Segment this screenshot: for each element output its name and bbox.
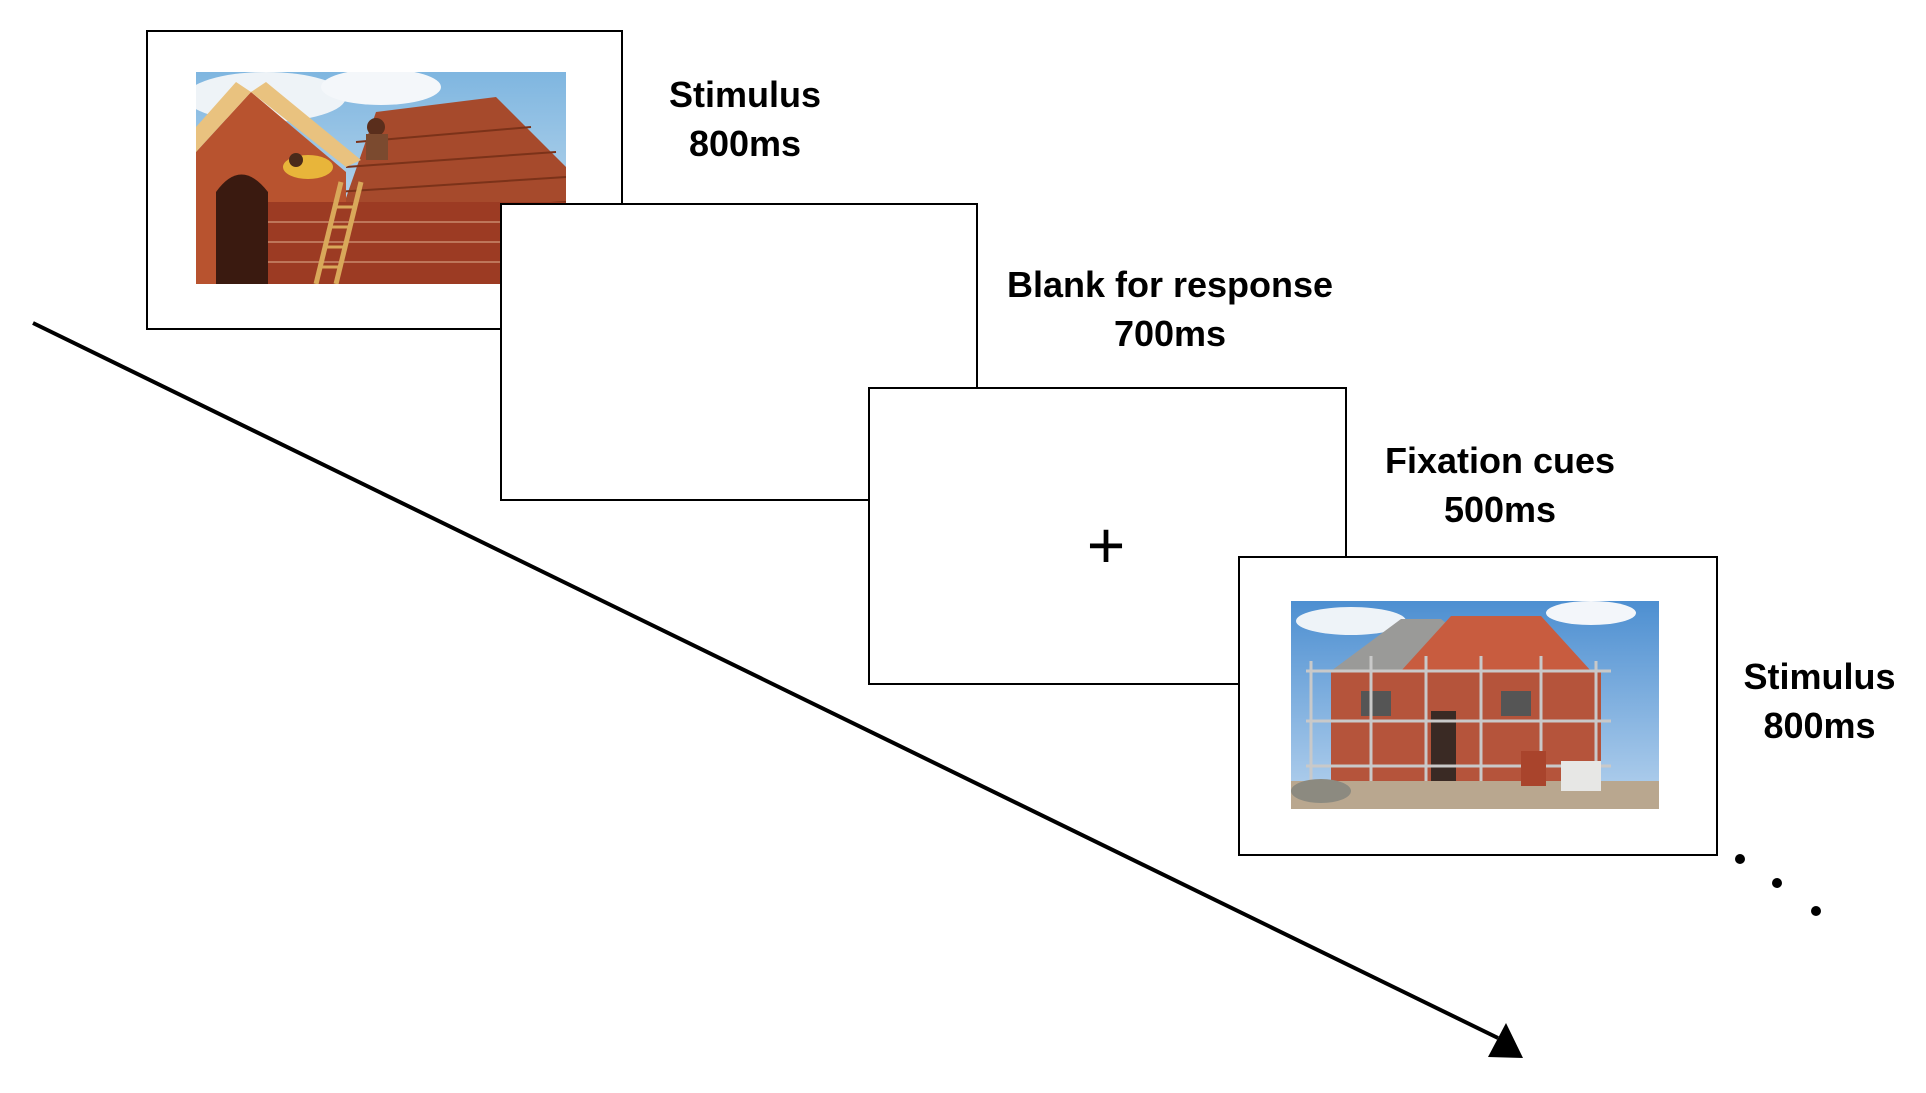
step-duration: 800ms xyxy=(1763,705,1876,747)
step-duration: 500ms xyxy=(1443,489,1557,531)
step-label-stimulus-1: Stimulus 800ms xyxy=(650,70,840,169)
step-label-stimulus-2: Stimulus 800ms xyxy=(1732,652,1907,751)
step-title: Stimulus xyxy=(1743,656,1896,697)
step-title: Fixation cues xyxy=(1384,440,1616,481)
ellipsis-dot xyxy=(1735,854,1745,864)
step-title: Stimulus xyxy=(668,74,821,115)
step-label-fixation: Fixation cues 500ms xyxy=(1355,436,1645,535)
step-title: Blank for response xyxy=(1006,264,1334,305)
ellipsis-dot xyxy=(1772,878,1782,888)
step-duration: 800ms xyxy=(688,123,802,165)
step-label-blank: Blank for response 700ms xyxy=(980,260,1360,359)
step-duration: 700ms xyxy=(1113,313,1227,355)
ellipsis-dot xyxy=(1811,906,1821,916)
stimulus-frame-2 xyxy=(1238,556,1718,856)
house-scaffolding-photo xyxy=(1291,601,1659,809)
fixation-cross-icon: + xyxy=(1086,508,1126,582)
